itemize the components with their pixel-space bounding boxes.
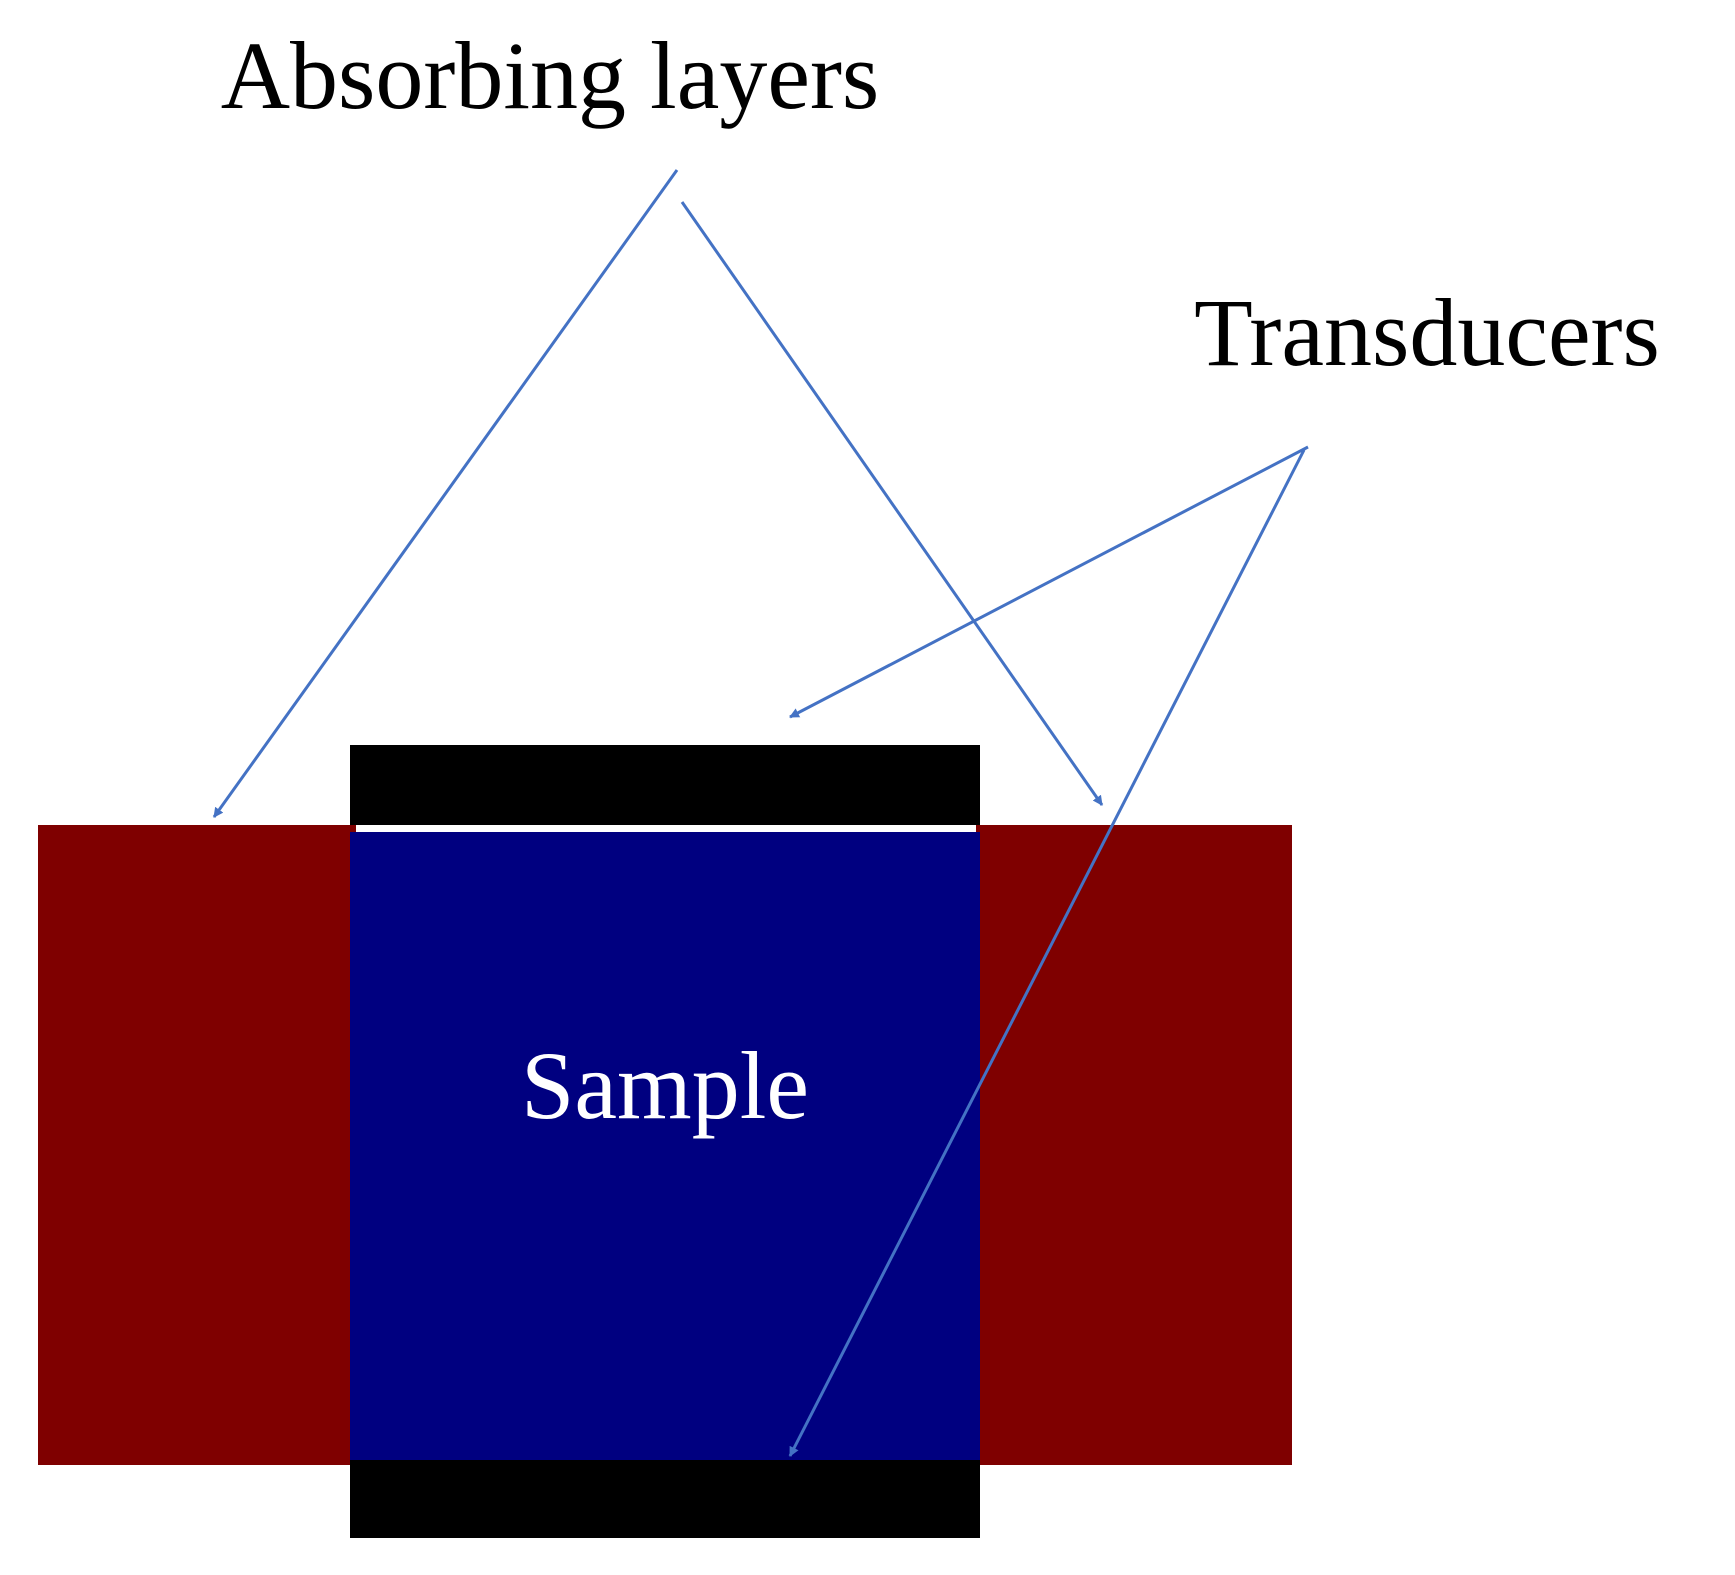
- sample-label: Sample: [521, 1032, 809, 1139]
- arrow-absorbing-left: [212, 169, 679, 818]
- absorbing-layer-right: [976, 825, 1292, 1465]
- transducers-label: Transducers: [1194, 279, 1660, 386]
- transducer-top: [350, 745, 980, 825]
- absorbing-layer-left: [38, 825, 356, 1465]
- arrow-transducer-top: [789, 445, 1309, 719]
- sample-block: [350, 832, 980, 1460]
- arrow-absorbing-right: [680, 201, 1104, 806]
- arrow-transducer-bottom: [788, 449, 1306, 1457]
- transducer-bottom: [350, 1460, 980, 1538]
- absorbing-layers-label: Absorbing layers: [221, 22, 880, 129]
